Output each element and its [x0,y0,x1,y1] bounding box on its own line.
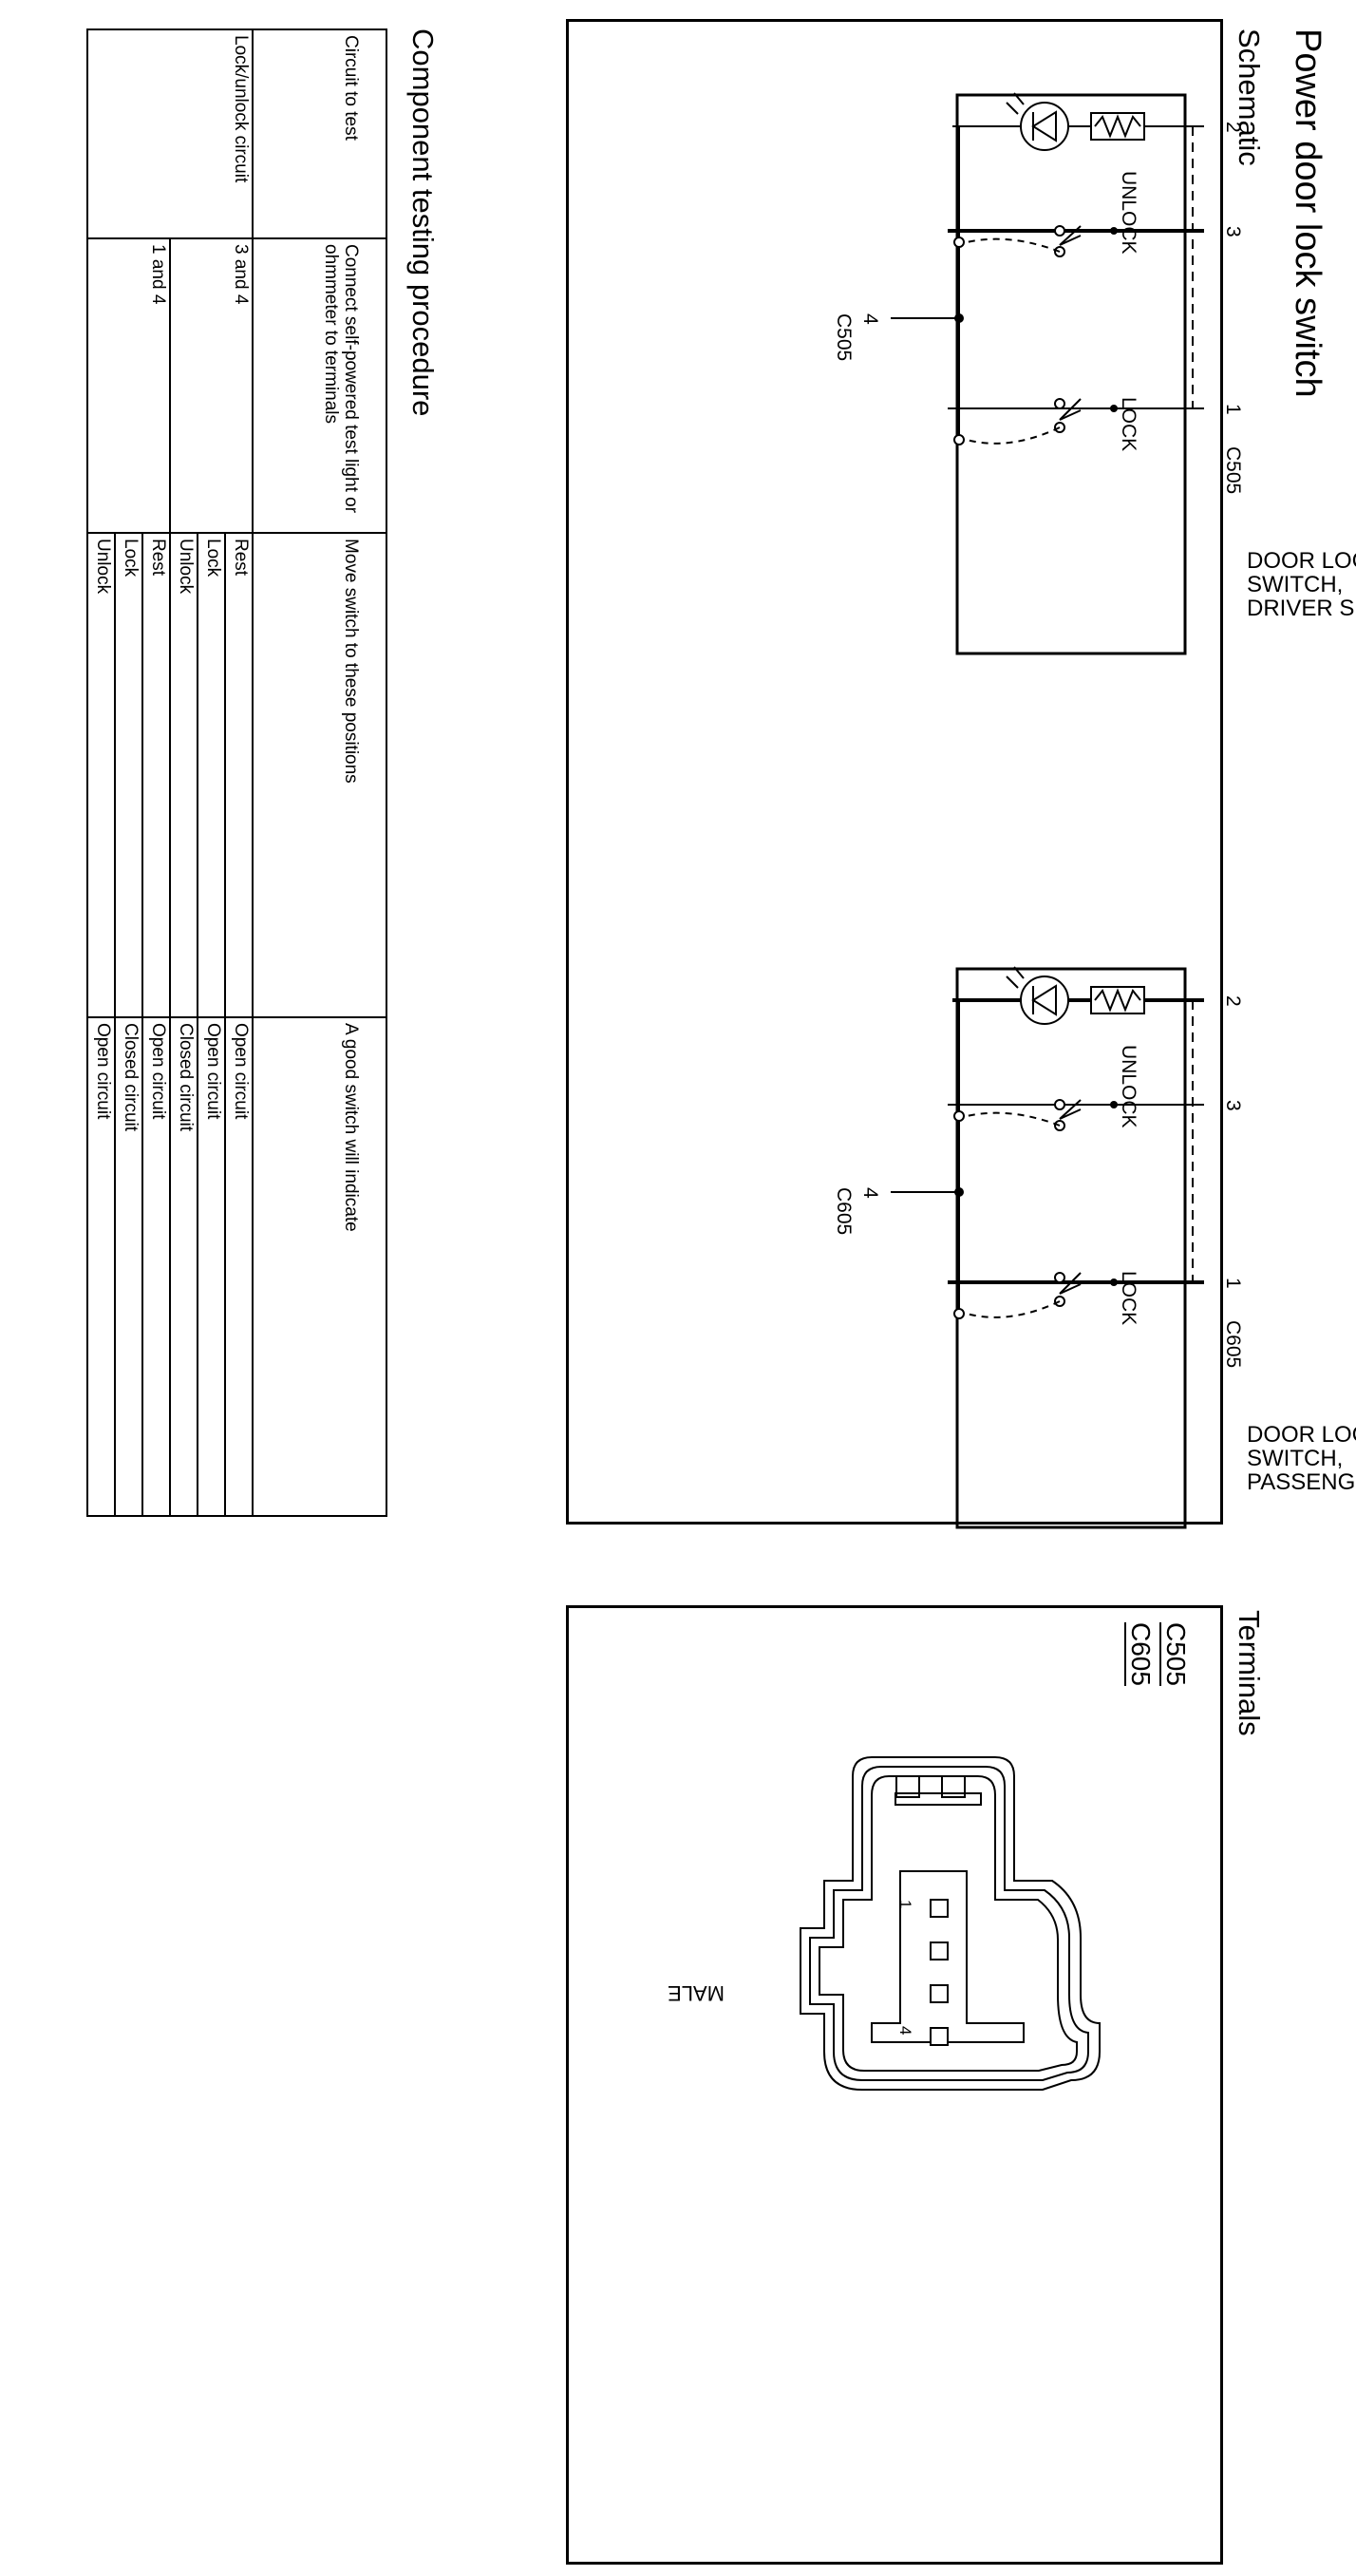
terminals-cell-2: 1 and 4 [87,238,170,533]
result-cell: Closed circuit [115,1017,142,1516]
header-positions: Move switch to these positions [253,533,386,1017]
table-row: 1 and 4 Rest Open circuit [87,29,170,1516]
passenger-lock-label: LOCK [1118,1271,1139,1326]
passenger-switch-schematic [891,966,1214,1529]
driver-pin-1: 1 [1222,404,1244,415]
terminal-gender-label: MALE [668,1981,725,2005]
passenger-switch-diagram [729,950,1214,1615]
led-symbol [1020,102,1069,151]
position-cell: Lock [115,533,142,1017]
page-title: Power door lock switch [1288,28,1328,398]
terminal-connector-c605: C605 [1124,1622,1156,1686]
result-cell: Closed circuit [170,1017,198,1516]
driver-connector-bottom: C505 [833,313,855,362]
driver-pin-3: 3 [1222,226,1244,237]
header-circuit: Circuit to test [253,29,386,238]
passenger-pin-4: 4 [859,1187,881,1199]
result-cell: Open circuit [87,1017,115,1516]
header-terminals: Connect self-powered test light or ohmme… [253,238,386,533]
testing-heading: Component testing procedure [406,28,440,417]
passenger-connector-top: C605 [1222,1320,1244,1369]
position-cell: Rest [225,533,253,1017]
driver-pin-2: 2 [1222,122,1244,133]
switch-housing [955,93,1187,655]
connector-face-drawing [739,1738,1138,2270]
table-row: Lock/unlock circuit 3 and 4 Rest Open ci… [87,29,253,1516]
passenger-pin-3: 3 [1222,1100,1244,1111]
circuit-cell: Lock/unlock circuit [87,29,253,238]
driver-pin-4: 4 [859,313,881,325]
passenger-pin-1: 1 [1222,1278,1244,1289]
terminals-heading: Terminals [1233,1610,1266,1736]
driver-switch-schematic [891,92,1214,655]
driver-caption: DOOR LOCK SWITCH, DRIVER SIDE [1247,548,1356,621]
component-testing-table: Circuit to test Connect self-powered tes… [86,28,387,1517]
led-symbol [1020,975,1069,1025]
result-cell: Open circuit [225,1017,253,1516]
result-cell: Open circuit [142,1017,170,1516]
position-cell: Unlock [87,533,115,1017]
driver-lock-label: LOCK [1118,397,1139,452]
driver-switch-diagram [729,76,1214,741]
driver-connector-top: C505 [1222,446,1244,495]
result-cell: Open circuit [198,1017,225,1516]
header-indicate: A good switch will indicate [253,1017,386,1516]
terminal-connector-c505: C505 [1159,1622,1191,1686]
connector-face [800,1756,1101,2091]
passenger-caption: DOOR LOCK SWITCH, PASSENGER SIDE [1247,1422,1356,1495]
position-cell: Unlock [170,533,198,1017]
switch-housing [955,967,1187,1529]
passenger-pin-2: 2 [1222,995,1244,1007]
terminals-cell-1: 3 and 4 [170,238,253,533]
position-cell: Lock [198,533,225,1017]
position-cell: Rest [142,533,170,1017]
table-header-row: Circuit to test Connect self-powered tes… [253,29,386,1516]
terminal-pin-1-label: 1 [896,1900,914,1909]
schematic-heading: Schematic [1233,28,1266,166]
passenger-connector-bottom: C605 [833,1187,855,1236]
driver-unlock-label: UNLOCK [1118,171,1139,255]
passenger-unlock-label: UNLOCK [1118,1045,1139,1128]
terminal-pin-4-label: 4 [896,2026,914,2036]
